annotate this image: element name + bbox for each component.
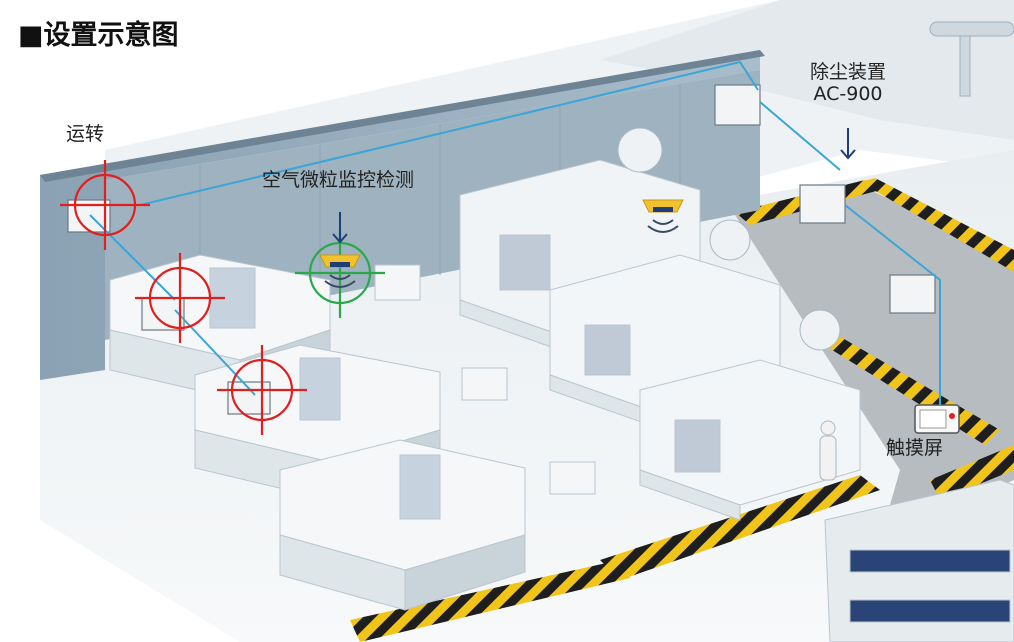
dust-collector-name: 除尘装置 <box>809 61 886 83</box>
touch-screen-label: 触摸屏 <box>886 437 944 459</box>
arrow-down-icon-dust <box>840 128 856 160</box>
running-label: 运转 <box>66 123 105 145</box>
air-monitor-label: 空气微粒监控检测 <box>262 169 415 191</box>
arrow-down-icon-air <box>332 212 348 244</box>
particle-sensor-icon-2 <box>642 199 684 233</box>
page-title: ■设置示意图 <box>18 20 179 51</box>
particle-sensor-icon <box>319 254 361 288</box>
running-target-2 <box>135 253 225 343</box>
dust-collector-model: AC-900 <box>813 82 883 105</box>
dust-collector-label: 除尘装置 AC-900 <box>778 61 918 106</box>
running-target-1 <box>60 160 150 250</box>
touch-screen-device <box>914 404 960 434</box>
cnc-machines <box>109 127 1014 642</box>
cable-network <box>89 60 941 405</box>
running-target-3 <box>217 345 307 435</box>
